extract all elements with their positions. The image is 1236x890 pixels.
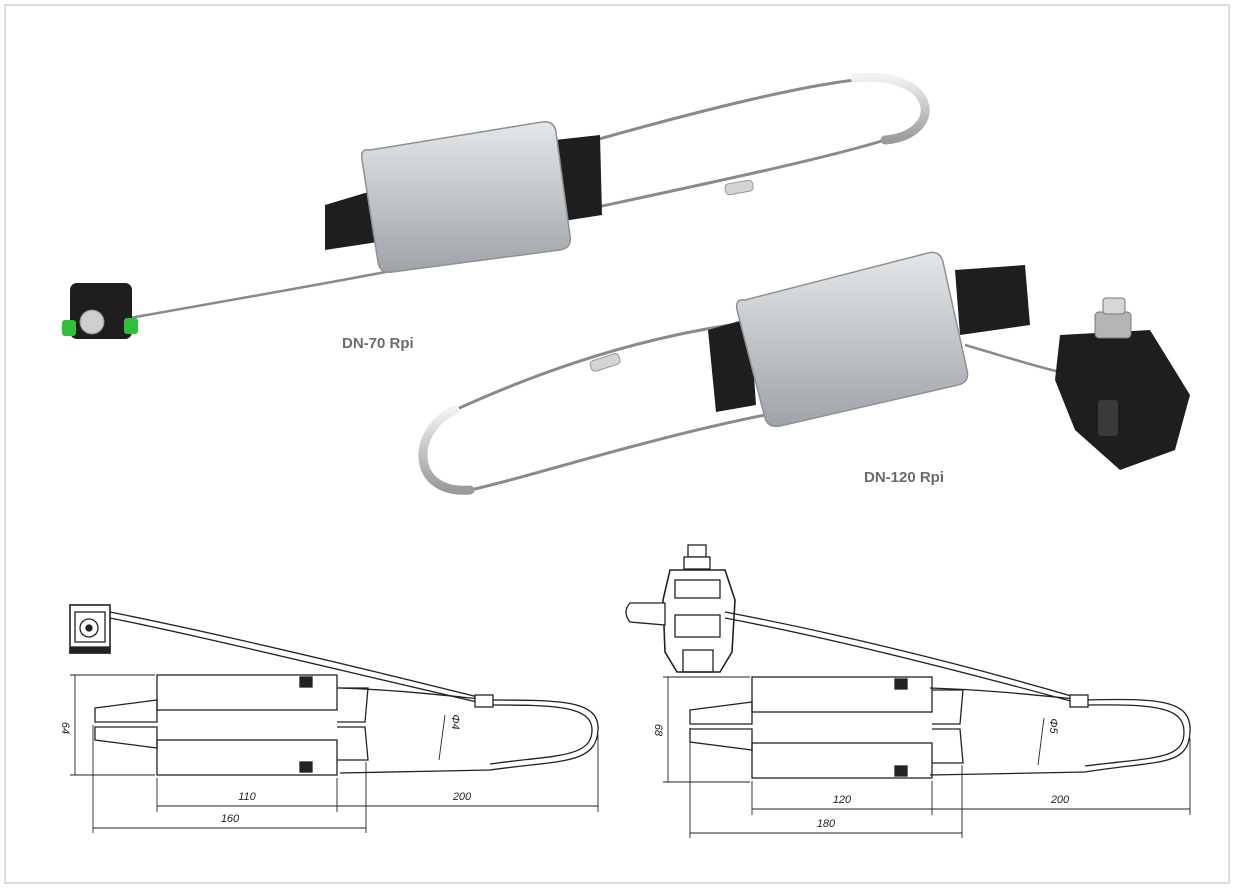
piercing-connector (1055, 297, 1190, 470)
drawing-body-lower (751, 742, 933, 779)
drawing-ferrule (1069, 694, 1089, 708)
drawing-wedge-upper (689, 701, 753, 725)
drawing-body-upper (751, 676, 933, 713)
dim-height: 68 (652, 724, 664, 737)
plastic-wedge-left (325, 190, 378, 250)
dimensions-dn120 (663, 676, 1191, 838)
drawing-wedge-lower-right (337, 726, 369, 761)
drawing-wedge-upper-right (932, 689, 964, 725)
drawing-wire (929, 687, 1086, 701)
technical-drawing-dn120 (625, 544, 1191, 779)
drawing-body-upper (156, 674, 338, 711)
wire-loop-upper (454, 323, 731, 412)
drawing-wire (724, 611, 1086, 701)
drawing-wire (339, 687, 491, 701)
drawing-body-lower (156, 739, 338, 776)
drawing-wedge-lower (94, 726, 158, 749)
wire-loop-lower (559, 138, 886, 217)
clamp-photo-dn120 (418, 251, 1190, 495)
dim-diameter: Φ4 (449, 714, 461, 729)
product-label-dn70: DN-70 Rpi (342, 335, 414, 352)
dimensions-dn70 (70, 674, 599, 833)
bail-clamp (62, 283, 138, 339)
plastic-wedge-left (708, 318, 756, 412)
technical-drawing-dn70 (69, 604, 599, 776)
ferrule (724, 179, 754, 196)
dim-loop-length: 200 (1050, 794, 1070, 806)
drawing-wire (109, 617, 491, 706)
dim-height: 64 (59, 722, 71, 734)
wire-loop-lower (469, 413, 766, 492)
dim-total-length: 160 (221, 813, 240, 825)
dim-diameter: Φ5 (1047, 718, 1059, 734)
drawing-piercing-connector (625, 544, 736, 673)
dim-total-length: 180 (817, 818, 836, 830)
wire-tail (964, 343, 1061, 374)
dim-body-length: 120 (833, 794, 852, 806)
drawing-wedge-lower (689, 728, 753, 751)
steel-thimble (418, 405, 475, 495)
ferrule (589, 353, 621, 372)
clamp-photo-dn70 (62, 72, 930, 339)
aluminium-body (735, 251, 969, 428)
aluminium-body (360, 120, 572, 274)
drawing-wedge-lower-right (932, 728, 964, 764)
drawing-wire (724, 617, 1086, 706)
drawing-wire-loop (489, 699, 599, 771)
page-frame (4, 4, 1230, 884)
steel-thimble (850, 72, 930, 145)
drawing-wire (339, 769, 491, 774)
drawing-wire (109, 611, 491, 701)
drawing-wedge-upper (94, 699, 158, 723)
product-label-dn120: DN-120 Rpi (864, 469, 945, 486)
drawing-wire-loop (1084, 698, 1191, 773)
plastic-wedge-right (955, 265, 1030, 335)
plastic-wedge-right (555, 135, 602, 222)
dim-body-length: 110 (238, 791, 256, 803)
drawing-ferrule (474, 694, 494, 708)
wire-loop-upper (559, 76, 881, 152)
drawing-bail-clamp (69, 604, 111, 654)
drawing-wire-loop (1084, 704, 1185, 767)
dim-loop-length: 200 (452, 791, 472, 803)
drawing-wire-loop (489, 704, 593, 765)
drawing-wedge-upper-right (337, 687, 369, 723)
drawing-wire (929, 771, 1086, 776)
